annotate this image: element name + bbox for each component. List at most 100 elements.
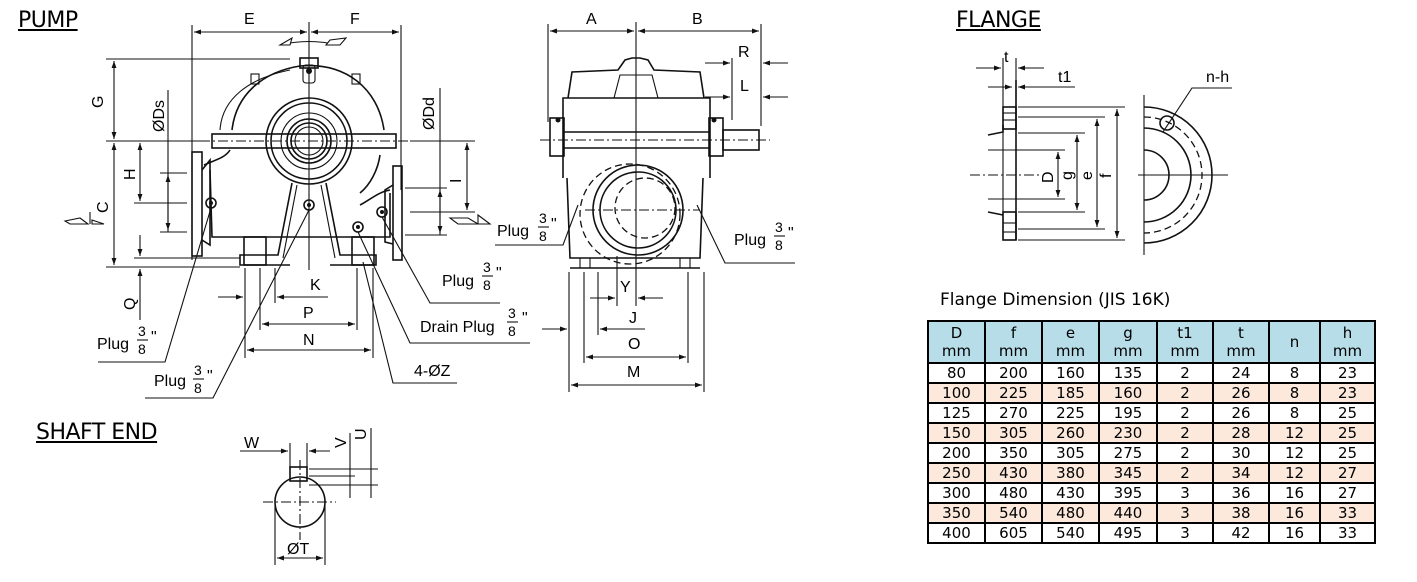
svg-text:3: 3 [483,259,491,275]
frac-3-8-bottom: 3 8 " [193,362,213,396]
table-cell-e: 540 [1041,522,1100,544]
table-cell-t: 26 [1212,402,1270,424]
table-cell-g: 495 [1098,522,1158,544]
svg-text:3: 3 [508,305,516,321]
table-cell-t1: 3 [1156,502,1214,524]
table-cell-f: 350 [984,442,1043,464]
svg-text:8: 8 [508,323,516,339]
table-cell-t1: 2 [1156,362,1214,384]
svg-text:": " [551,216,557,233]
flange-label-e: e [1079,171,1096,180]
pump-side-view: A B R L Plug 38" Plug [495,11,795,392]
table-cell-D: 400 [927,522,986,544]
dim-label-o: O [628,336,640,353]
table-cell-t1: 2 [1156,382,1214,404]
table-cell-e: 260 [1041,422,1100,444]
shaft-label-u: U [353,428,370,440]
table-cell-g: 230 [1098,422,1158,444]
table-cell-f: 430 [984,462,1043,484]
flange-drawing: t t1 D g e f n-h [970,49,1232,255]
table-cell-n: 8 [1268,362,1321,384]
table-cell-D: 125 [927,402,986,424]
flange-label-d: D [1040,171,1057,183]
dim-label-f: F [350,11,360,28]
shaft-end-section-title: SHAFT END [36,420,158,445]
frac-3-8-drain: 3 8 " [507,305,528,339]
table-cell-t1: 2 [1156,442,1214,464]
table-cell-g: 160 [1098,382,1158,404]
table-cell-t: 38 [1212,502,1270,524]
plug-label-bottom: Plug [154,373,186,390]
dim-label-n: N [303,332,315,349]
svg-text:3: 3 [539,210,547,226]
dim-label-ds: ØDs [151,100,168,132]
svg-text:8: 8 [539,228,547,244]
svg-text:": " [496,265,502,282]
frac-3-8-left: 3 8 " [137,323,157,357]
table-cell-t1: 2 [1156,402,1214,424]
table-cell-t1: 3 [1156,482,1214,504]
frac-3-8-side-left: 3 8" [538,210,557,244]
flange-label-t: t [1004,49,1009,66]
table-cell-h: 25 [1319,422,1376,444]
table-cell-D: 250 [927,462,986,484]
table-cell-D: 100 [927,382,986,404]
svg-text:": " [522,310,528,327]
svg-text:8: 8 [194,380,202,396]
plug-label-right: Plug [442,273,474,290]
table-cell-h: 23 [1319,382,1376,404]
plug-label-left: Plug [97,336,129,353]
svg-text:8: 8 [138,341,146,357]
table-cell-t: 42 [1212,522,1270,544]
table-cell-e: 380 [1041,462,1100,484]
shaft-label-v: V [333,437,350,448]
svg-text:": " [207,368,213,385]
dim-label-dd: ØDd [421,97,438,130]
shaft-end-drawing: W V U ØT [240,428,378,565]
table-cell-n: 8 [1268,402,1321,424]
svg-text:3: 3 [138,323,146,339]
dim-label-y: Y [620,279,631,296]
pump-section-title: PUMP [18,8,78,33]
shaft-label-t: ØT [287,541,309,558]
svg-text:": " [151,329,157,346]
table-cell-t: 26 [1212,382,1270,404]
table-cell-t: 30 [1212,442,1270,464]
table-cell-t1: 2 [1156,422,1214,444]
table-cell-D: 350 [927,502,986,524]
table-cell-g: 345 [1098,462,1158,484]
table-cell-h: 25 [1319,442,1376,464]
svg-text:8: 8 [775,237,783,253]
table-cell-D: 80 [927,362,986,384]
table-cell-e: 305 [1041,442,1100,464]
table-cell-n: 12 [1268,442,1321,464]
table-cell-f: 605 [984,522,1043,544]
table-caption: Flange Dimension (JIS 16K) [940,290,1171,310]
table-cell-g: 275 [1098,442,1158,464]
table-cell-e: 430 [1041,482,1100,504]
drain-plug-label: Drain Plug [420,319,495,336]
table-cell-h: 27 [1319,482,1376,504]
dim-label-q: Q [122,298,139,310]
table-cell-e: 185 [1041,382,1100,404]
table-cell-g: 135 [1098,362,1158,384]
table-cell-t: 34 [1212,462,1270,484]
svg-text:3: 3 [194,362,202,378]
table-cell-D: 200 [927,442,986,464]
table-cell-n: 12 [1268,462,1321,484]
dim-label-m: M [627,364,640,381]
table-cell-t: 24 [1212,362,1270,384]
